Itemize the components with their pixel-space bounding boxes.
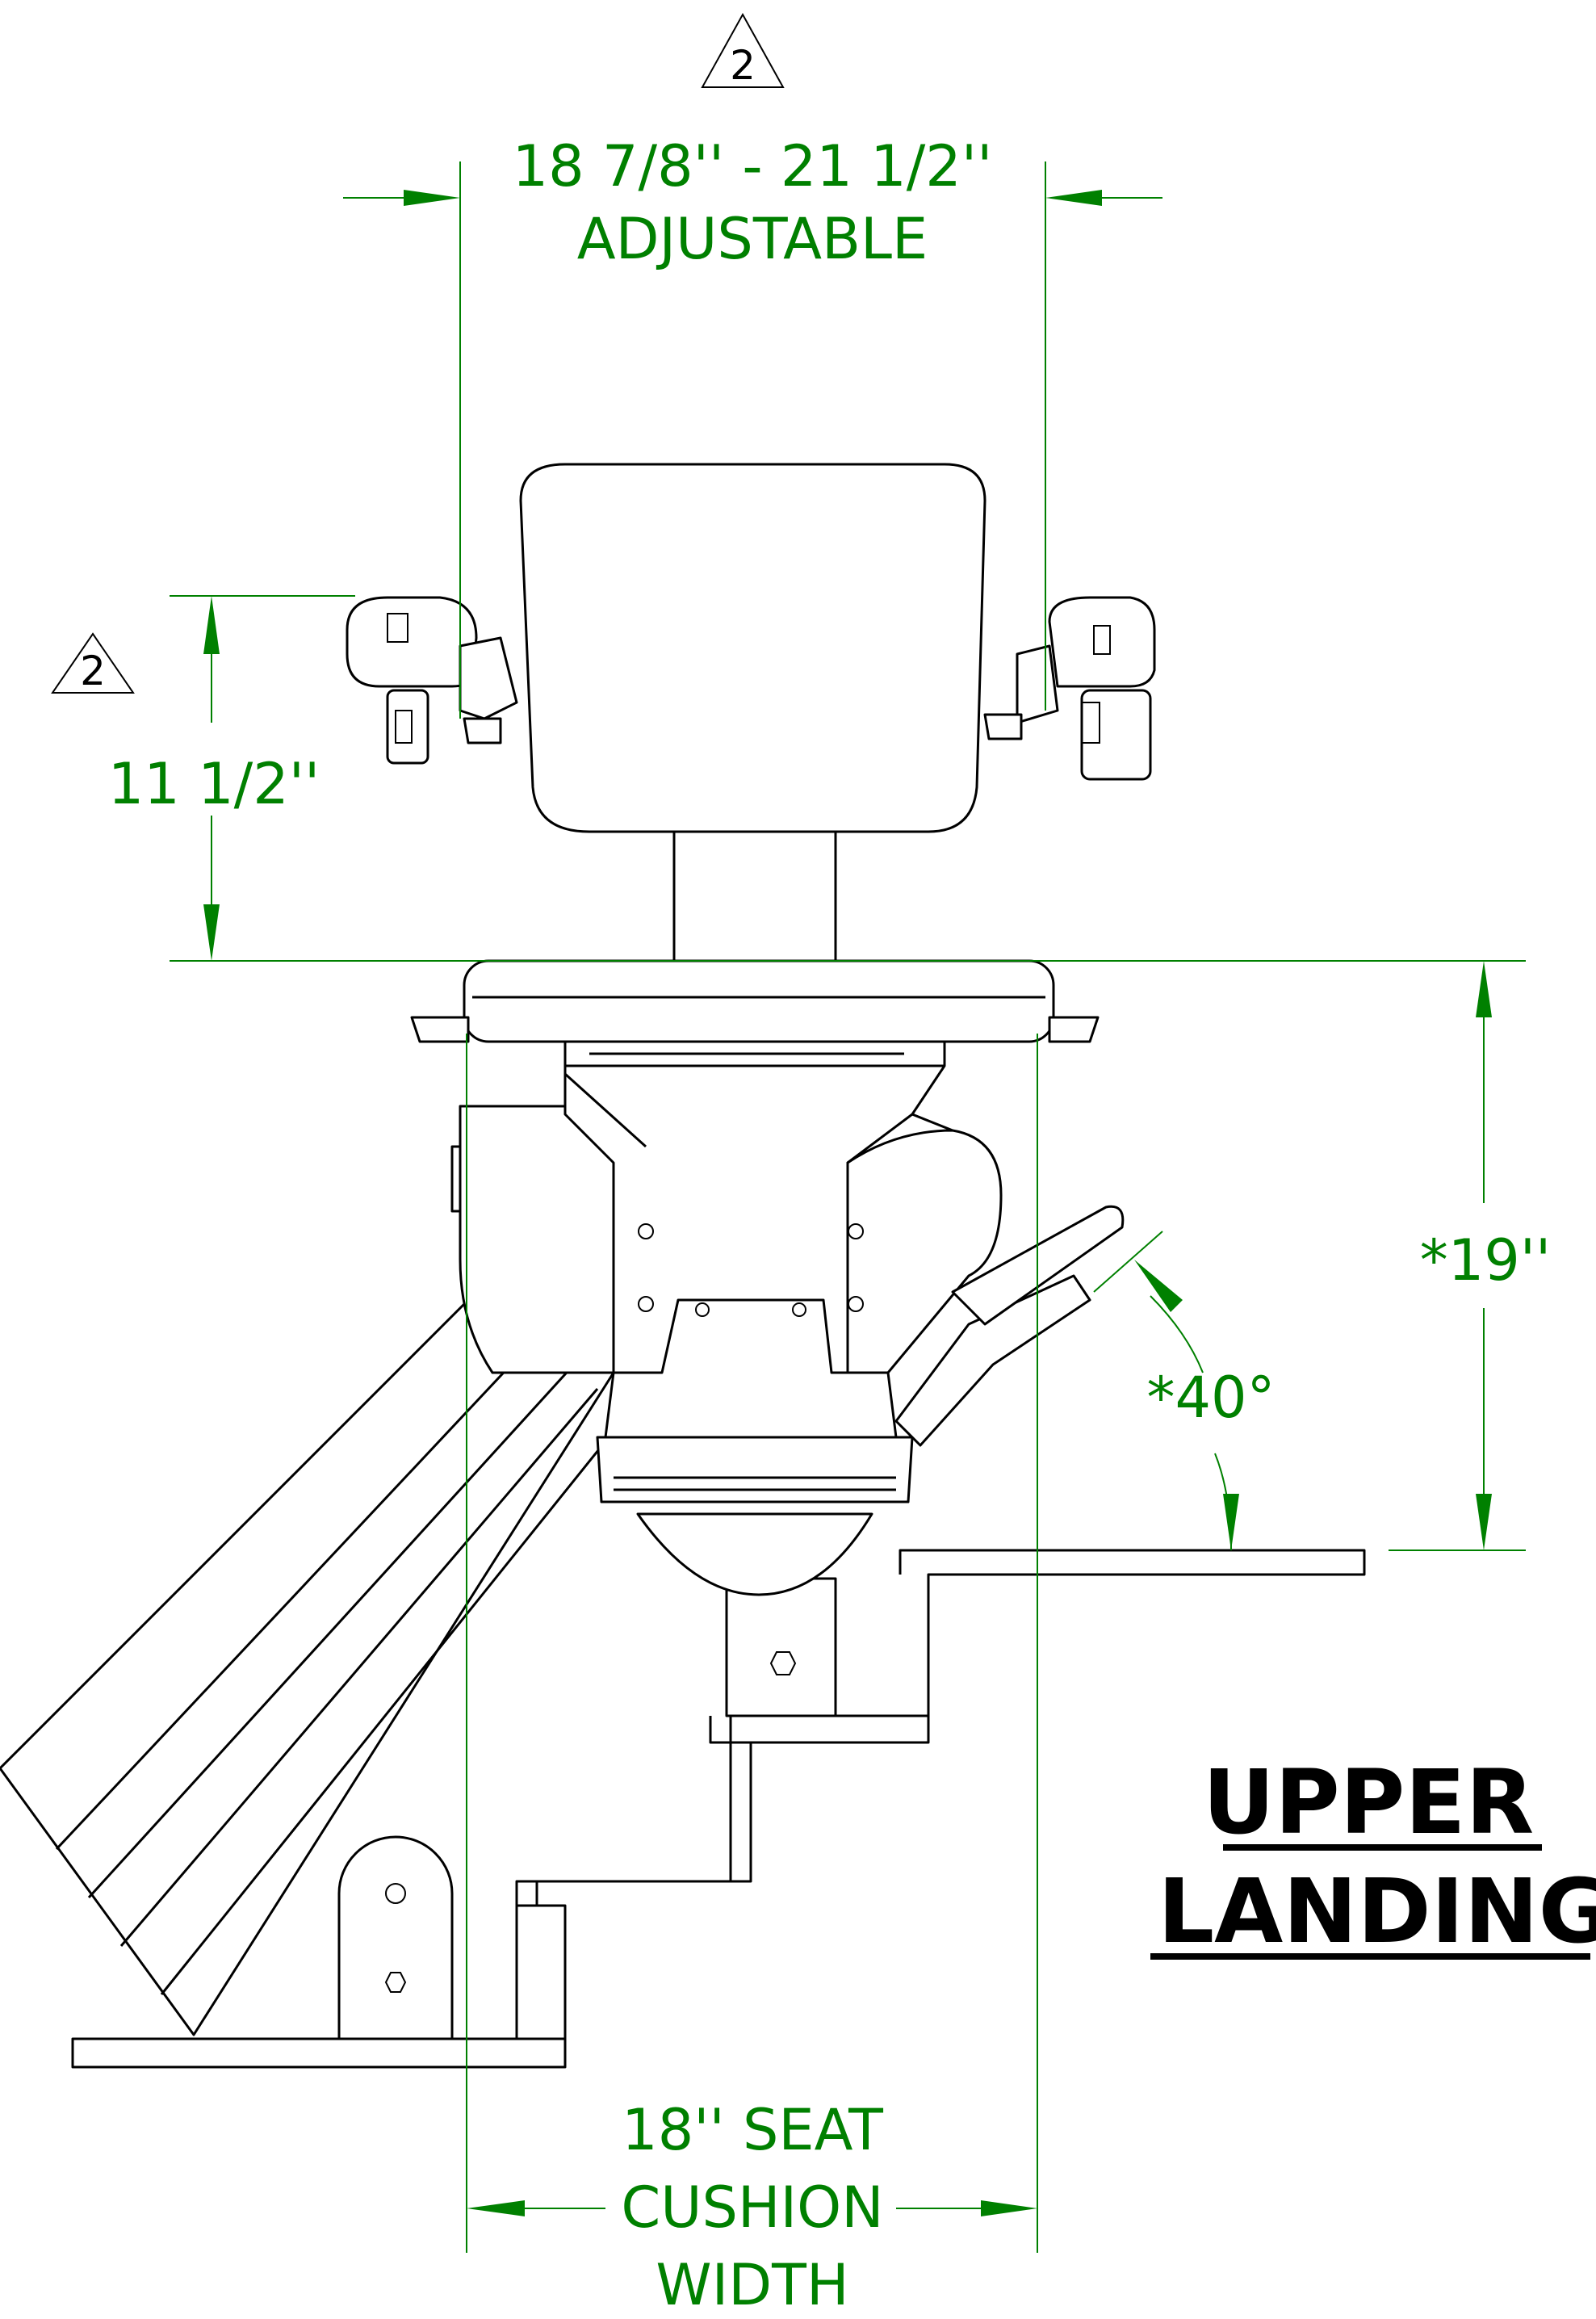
- screw: [638, 1223, 654, 1239]
- title-block: UPPER LANDING: [1150, 1751, 1596, 1963]
- seat-height-label: *19'': [1420, 1227, 1552, 1294]
- armrest-left: [346, 596, 518, 765]
- armrest-height-label: 11 1/2'': [108, 751, 320, 817]
- callout-number-top: 2: [730, 42, 756, 89]
- carriage-post: [725, 1577, 837, 1717]
- angle-label: *40°: [1146, 1365, 1275, 1431]
- dimension-angle: *40°: [1093, 1231, 1276, 1551]
- armrest-width-label: 18 7/8'' - 21 1/2'': [513, 133, 993, 199]
- stairs: [71, 1549, 1366, 2069]
- rail-support-bracket: [337, 1835, 454, 2040]
- screw: [848, 1296, 864, 1312]
- seat: [410, 959, 1100, 1066]
- screw: [848, 1223, 864, 1239]
- dimension-seat-height: *19'': [1389, 961, 1552, 1551]
- callout-number-left: 2: [80, 648, 106, 694]
- stair-rail: [0, 1282, 623, 2036]
- screw: [638, 1296, 654, 1312]
- seat-width-label-3: WIDTH: [656, 2252, 848, 2315]
- seat-width-label-1: 18'' SEAT: [622, 2097, 883, 2163]
- title-line-2: LANDING: [1158, 1860, 1596, 1963]
- callout-triangle-left: 2: [51, 632, 135, 694]
- bolt-hole: [385, 1883, 406, 1904]
- hex-bolt: [769, 1651, 797, 1675]
- armrest-right: [983, 596, 1156, 781]
- dimension-armrest-height: 11 1/2'': [108, 595, 1526, 962]
- dimension-armrest-width: 18 7/8'' - 21 1/2'' ADJUSTABLE: [343, 133, 1162, 719]
- seat-width-label-2: CUSHION: [621, 2174, 883, 2241]
- callout-triangle-top: 2: [701, 12, 785, 89]
- hex-bolt: [384, 1972, 407, 1993]
- title-line-1: UPPER: [1203, 1751, 1534, 1854]
- screw: [695, 1302, 710, 1317]
- carriage: [450, 1064, 1003, 1596]
- backrest: [519, 463, 987, 962]
- screw: [792, 1302, 806, 1317]
- armrest-width-note: ADJUSTABLE: [577, 206, 928, 272]
- dimension-seat-width: 18'' SEAT CUSHION WIDTH: [466, 1034, 1038, 2318]
